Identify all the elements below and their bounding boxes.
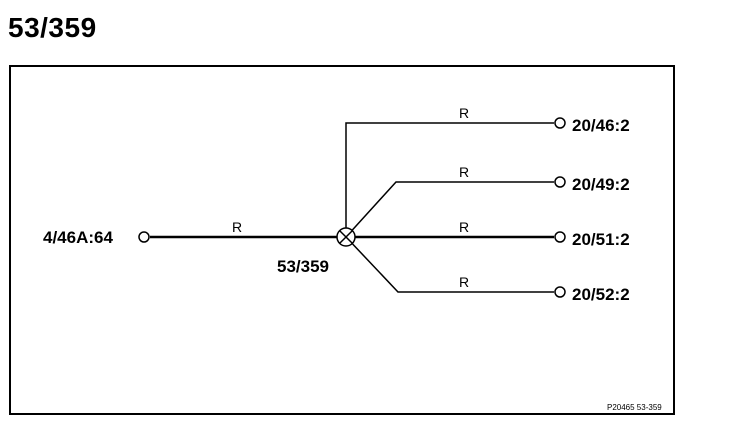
branch-connector-label-4: 20/52:2	[572, 285, 630, 304]
source-terminal	[138, 231, 150, 243]
figure-reference: P20465 53-359	[607, 403, 662, 412]
branch-terminal-1	[554, 117, 566, 129]
branch-wire-2	[345, 181, 554, 238]
branch-terminal-2	[554, 176, 566, 188]
diagram-frame	[9, 65, 675, 415]
branch-connector-label-2: 20/49:2	[572, 175, 630, 194]
branch-connector-label-3: 20/51:2	[572, 230, 630, 249]
branch-wire-color-2: R	[459, 164, 469, 180]
page-title: 53/359	[8, 12, 97, 43]
splice-icon	[336, 227, 356, 247]
source-wire-color: R	[232, 219, 242, 235]
branch-wire-color-4: R	[459, 274, 469, 290]
branch-terminal-4	[554, 286, 566, 298]
branch-connector-label-1: 20/46:2	[572, 116, 630, 135]
branch-wire-color-3: R	[459, 219, 469, 235]
branch-wire-color-1: R	[459, 105, 469, 121]
source-connector-label: 4/46A:64	[43, 228, 113, 247]
branch-wire-4	[345, 236, 554, 293]
branch-terminal-3	[554, 231, 566, 243]
splice-label: 53/359	[277, 257, 329, 276]
branch-wire-1	[345, 122, 554, 237]
